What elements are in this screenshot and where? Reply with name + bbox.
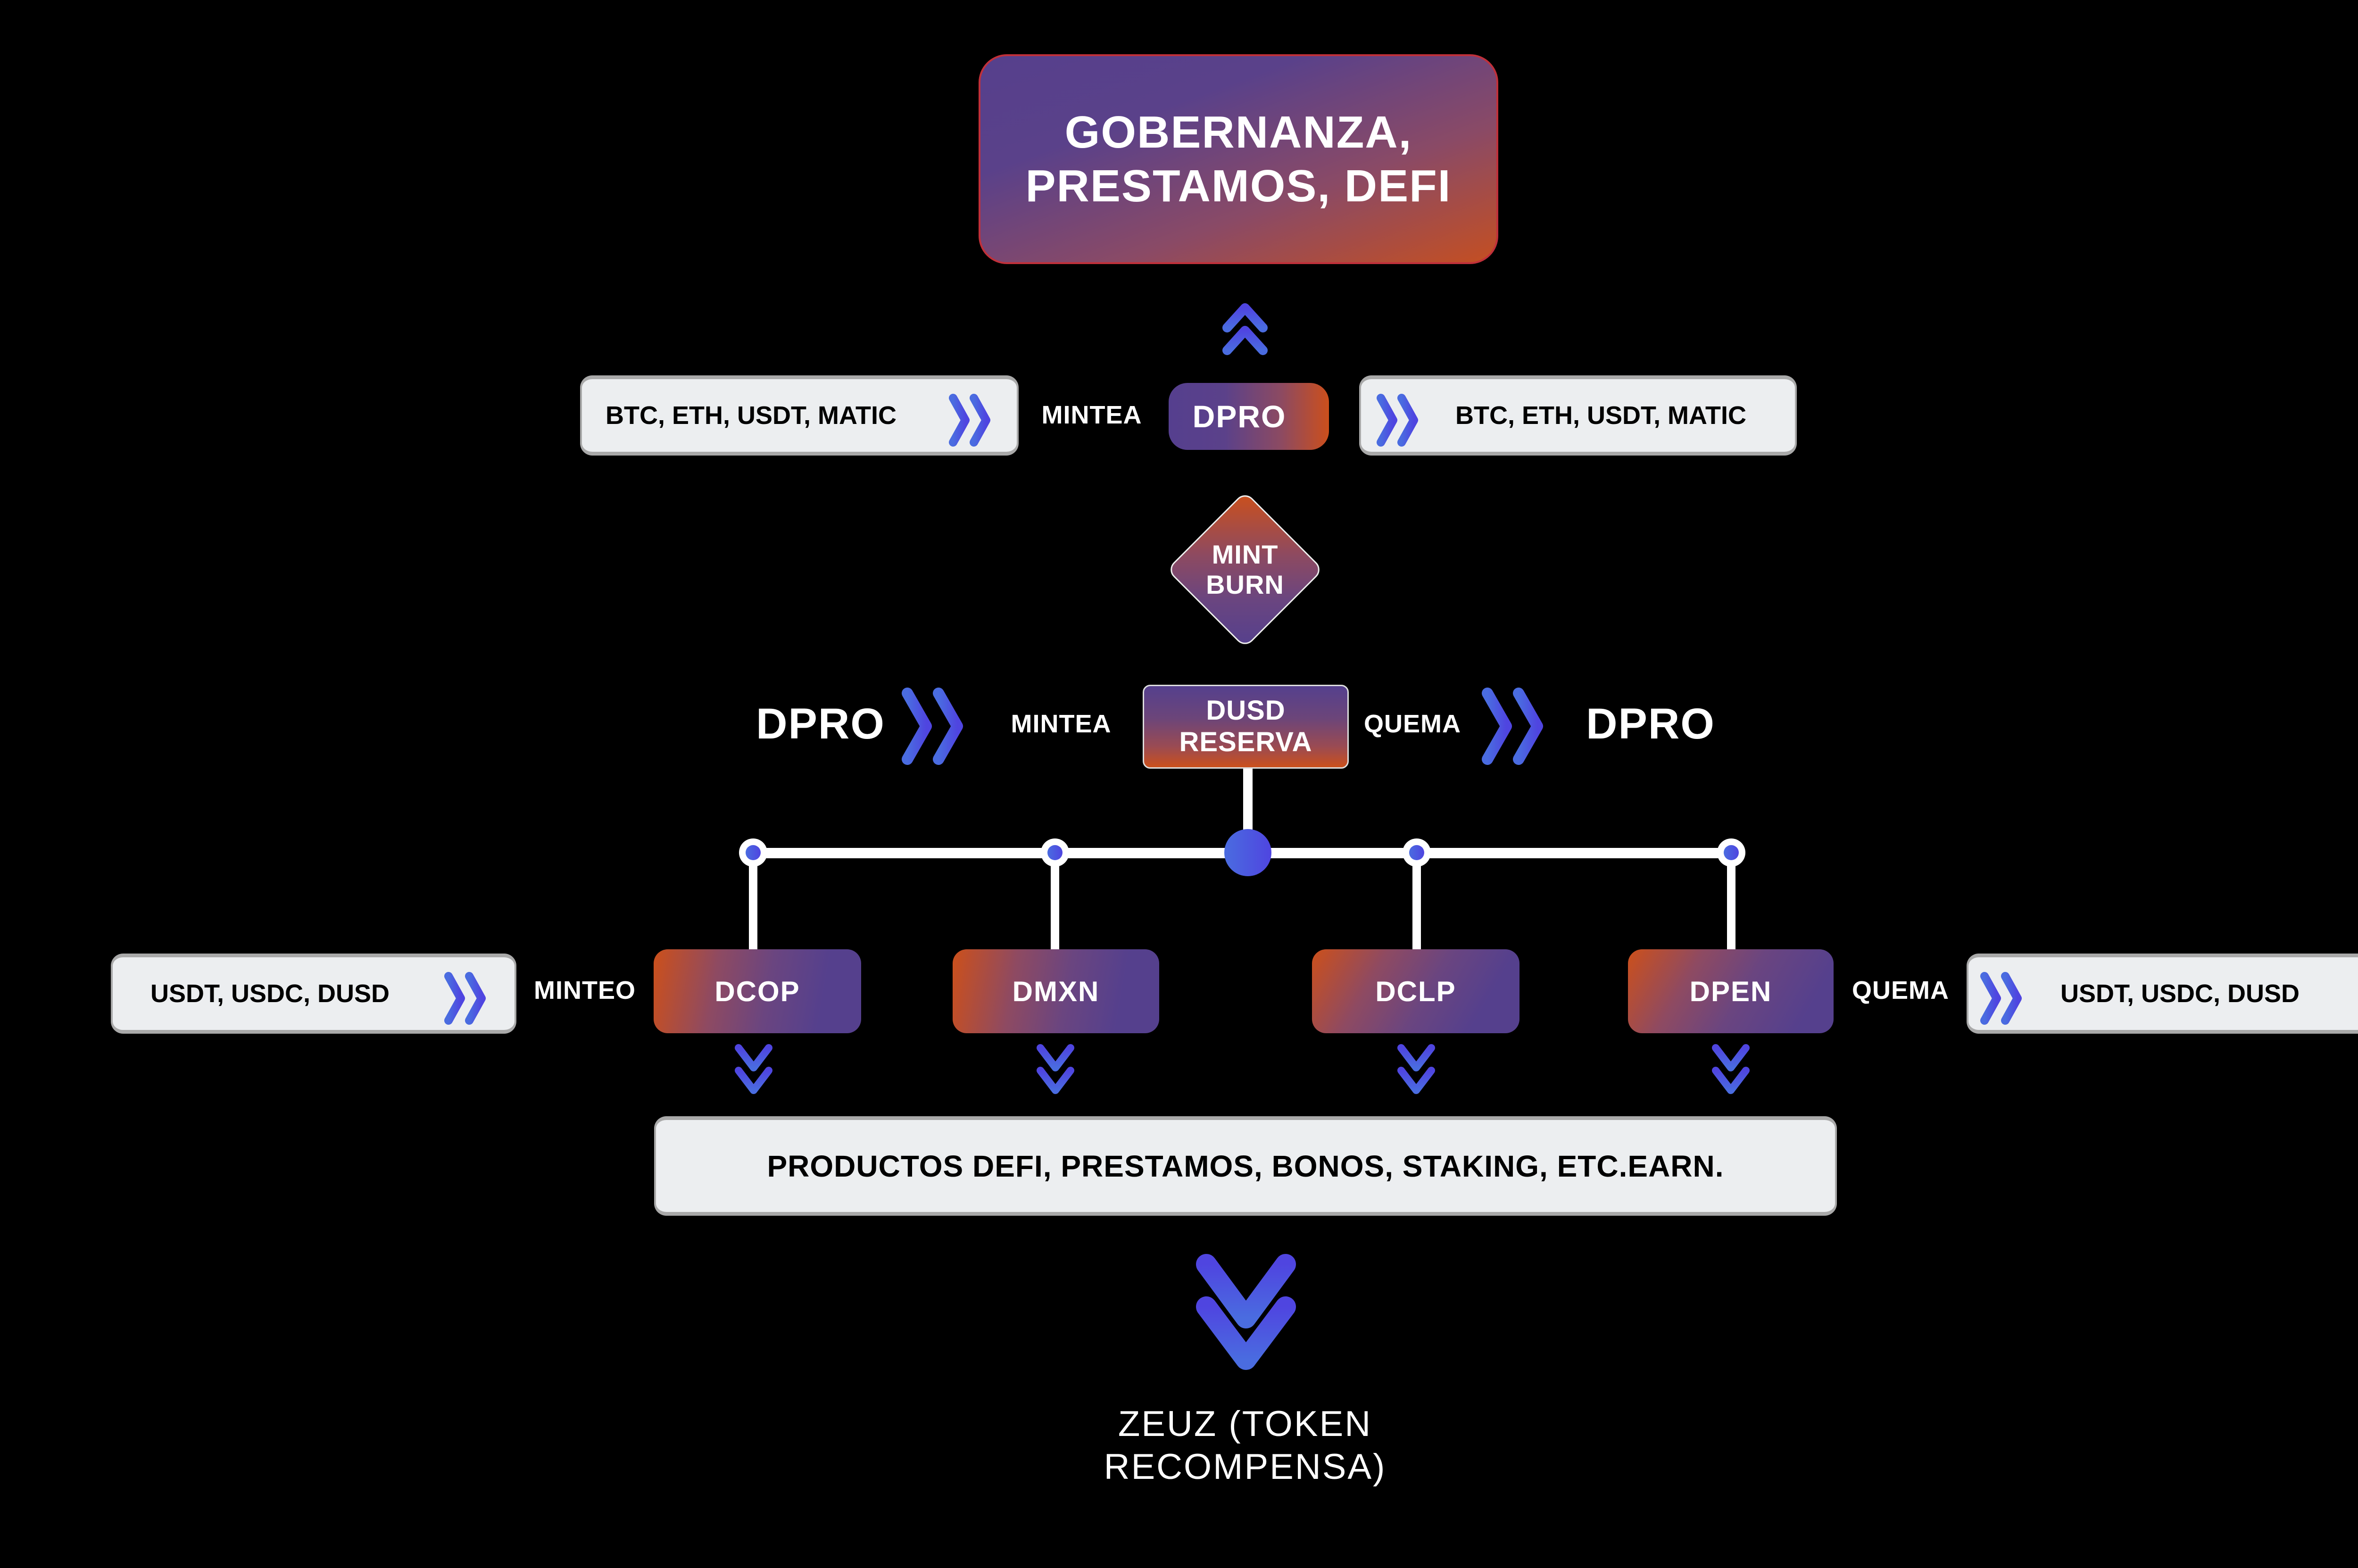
dusd-label: DUSD [1206, 695, 1286, 726]
double-chevron-right-icon [1481, 688, 1570, 765]
reserva-label: RESERVA [1179, 727, 1312, 757]
reward-line1: ZEUZ (TOKEN [1118, 1403, 1372, 1444]
double-chevron-right-icon [947, 394, 1004, 447]
row3-left-assets-box: USDT, USDC, DUSD [111, 954, 516, 1034]
row2-quema-label: QUEMA [1364, 710, 1461, 738]
stablecoin-label-dcop: DCOP [714, 975, 800, 1007]
stablecoin-box-dmxn: DMXN [953, 949, 1159, 1033]
connector-node [739, 838, 767, 867]
row1-left-assets-label: BTC, ETH, USDT, MATIC [606, 401, 897, 430]
row3-right-assets-label: USDT, USDC, DUSD [2060, 979, 2300, 1008]
row3-minteo-label: MINTEO [534, 976, 636, 1004]
row1-left-assets-box: BTC, ETH, USDT, MATIC [580, 375, 1019, 456]
stablecoin-label-dpen: DPEN [1689, 975, 1772, 1007]
diamond-mint-label: MINT [1212, 539, 1279, 569]
connector-hub-node [1224, 829, 1271, 876]
row3-right-assets-box: USDT, USDC, DUSD [1967, 954, 2358, 1034]
stablecoin-label-dmxn: DMXN [1012, 975, 1100, 1007]
connector-stem [1243, 769, 1253, 839]
double-chevron-up-icon [1221, 299, 1270, 358]
connector-node [1041, 838, 1069, 867]
reward-line2: RECOMPENSA) [1104, 1447, 1387, 1487]
connector-drop-dcop [749, 853, 757, 949]
connector-drop-dmxn [1051, 853, 1059, 949]
governance-title-line2: PRESTAMOS, DEFI [1025, 160, 1452, 211]
products-label: PRODUCTOS DEFI, PRESTAMOS, BONOS, STAKIN… [767, 1149, 1724, 1183]
double-chevron-right-icon [901, 688, 990, 765]
double-chevron-down-icon [1033, 1043, 1078, 1096]
stablecoin-box-dpen: DPEN [1628, 949, 1834, 1033]
row2-left-dpro-label: DPRO [756, 699, 885, 748]
stablecoin-box-dcop: DCOP [654, 949, 861, 1033]
row1-right-assets-box: BTC, ETH, USDT, MATIC [1359, 375, 1797, 456]
stablecoin-box-dclp: DCLP [1312, 949, 1519, 1033]
double-chevron-down-icon [1394, 1043, 1439, 1096]
double-chevron-right-icon [443, 972, 499, 1025]
dusd-reserve-box: DUSD RESERVA [1143, 685, 1349, 769]
row1-dpro-token: DPRO [1169, 383, 1329, 450]
connector-drop-dpen [1727, 853, 1735, 949]
row3-left-assets-label: USDT, USDC, DUSD [150, 979, 390, 1008]
row2-right-dpro-label: DPRO [1586, 699, 1715, 748]
stablecoin-label-dclp: DCLP [1375, 975, 1456, 1007]
row1-right-assets-label: BTC, ETH, USDT, MATIC [1455, 401, 1746, 430]
governance-box: GOBERNANZA, PRESTAMOS, DEFI [979, 54, 1498, 264]
double-chevron-right-icon [1375, 394, 1432, 447]
double-chevron-down-icon [731, 1043, 776, 1096]
row3-quema-label: QUEMA [1852, 976, 1949, 1004]
connector-node [1403, 838, 1431, 867]
connector-drop-dclp [1412, 853, 1421, 949]
governance-title-line1: GOBERNANZA, [1064, 107, 1412, 158]
double-chevron-down-icon [1708, 1043, 1753, 1096]
double-chevron-right-icon [1979, 972, 2035, 1025]
products-box: PRODUCTOS DEFI, PRESTAMOS, BONOS, STAKIN… [654, 1116, 1837, 1216]
reward-token-text: ZEUZ (TOKEN RECOMPENSA) [1038, 1396, 1453, 1495]
mint-burn-diamond: MINT BURN [1166, 490, 1324, 649]
row2-mintea-label: MINTEA [1011, 710, 1112, 738]
double-chevron-down-icon [1193, 1252, 1299, 1375]
connector-node [1717, 838, 1745, 867]
diamond-burn-label: BURN [1206, 570, 1284, 599]
row1-mintea-label: MINTEA [1041, 401, 1142, 429]
row1-dpro-label: DPRO [1192, 399, 1287, 434]
